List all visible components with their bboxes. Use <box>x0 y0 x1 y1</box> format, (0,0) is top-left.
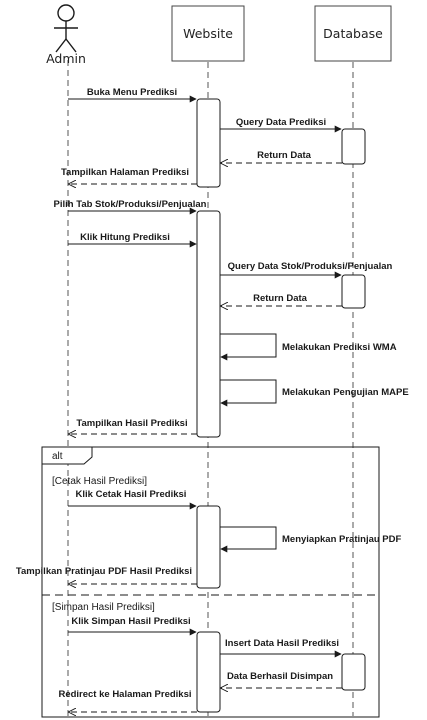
msg-return-data-1-label: Return Data <box>257 150 312 161</box>
database-activation-3 <box>341 653 366 691</box>
msg-klik-cetak-label: Klik Cetak Hasil Prediksi <box>76 489 187 500</box>
alt-guard-2: [Simpan Hasil Prediksi] <box>52 602 155 613</box>
msg-pilih-tab-label: Pilih Tab Stok/Produksi/Penjualan <box>54 199 207 210</box>
website-participant-label: Website <box>183 26 233 41</box>
msg-tampilkan-halaman-label: Tampilkan Halaman Prediksi <box>61 167 189 178</box>
admin-label: Admin <box>46 51 86 66</box>
alt-guard-1: [Cetak Hasil Prediksi] <box>52 476 147 487</box>
database-activation-1 <box>341 128 366 165</box>
website-participant-box <box>171 5 245 62</box>
msg-redirect-label: Redirect ke Halaman Prediksi <box>58 689 191 700</box>
msg-insert-data-label: Insert Data Hasil Prediksi <box>225 638 339 649</box>
alt-operator-label: alt <box>52 451 63 462</box>
msg-prediksi-wma-label: Melakukan Prediksi WMA <box>282 342 397 353</box>
website-activation-4 <box>196 631 221 713</box>
msg-query-stok-label: Query Data Stok/Produksi/Penjualan <box>228 261 393 272</box>
msg-query-prediksi-label: Query Data Prediksi <box>236 117 326 128</box>
database-participant-label: Database <box>323 26 383 41</box>
msg-buka-menu-label: Buka Menu Prediksi <box>87 87 177 98</box>
msg-data-disimpan-label: Data Berhasil Disimpan <box>227 671 333 682</box>
msg-klik-hitung-label: Klik Hitung Prediksi <box>80 232 170 243</box>
database-participant-box <box>314 5 392 62</box>
msg-return-data-2-label: Return Data <box>253 293 308 304</box>
msg-menyiapkan-pdf-label: Menyiapkan Pratinjau PDF <box>282 534 402 545</box>
database-activation-2 <box>341 274 366 309</box>
msg-tampilkan-hasil-label: Tampilkan Hasil Prediksi <box>76 418 187 429</box>
msg-menyiapkan-pdf-arrow <box>220 526 277 553</box>
msg-tampilkan-pdf-label: Tampilkan Pratinjau PDF Hasil Prediksi <box>16 566 192 577</box>
actor-head-icon <box>57 4 75 22</box>
msg-pengujian-mape-label: Melakukan Pengujian MAPE <box>282 387 409 398</box>
website-activation-1 <box>196 98 221 188</box>
website-activation-2 <box>196 210 221 438</box>
alt-fragment-tab <box>41 446 93 465</box>
website-activation-3 <box>196 505 221 589</box>
msg-prediksi-wma-arrow <box>220 333 277 361</box>
msg-pengujian-mape-arrow <box>220 379 277 407</box>
admin-actor <box>54 4 78 53</box>
alt-fragment <box>41 446 380 718</box>
msg-klik-simpan-label: Klik Simpan Hasil Prediksi <box>71 616 190 627</box>
